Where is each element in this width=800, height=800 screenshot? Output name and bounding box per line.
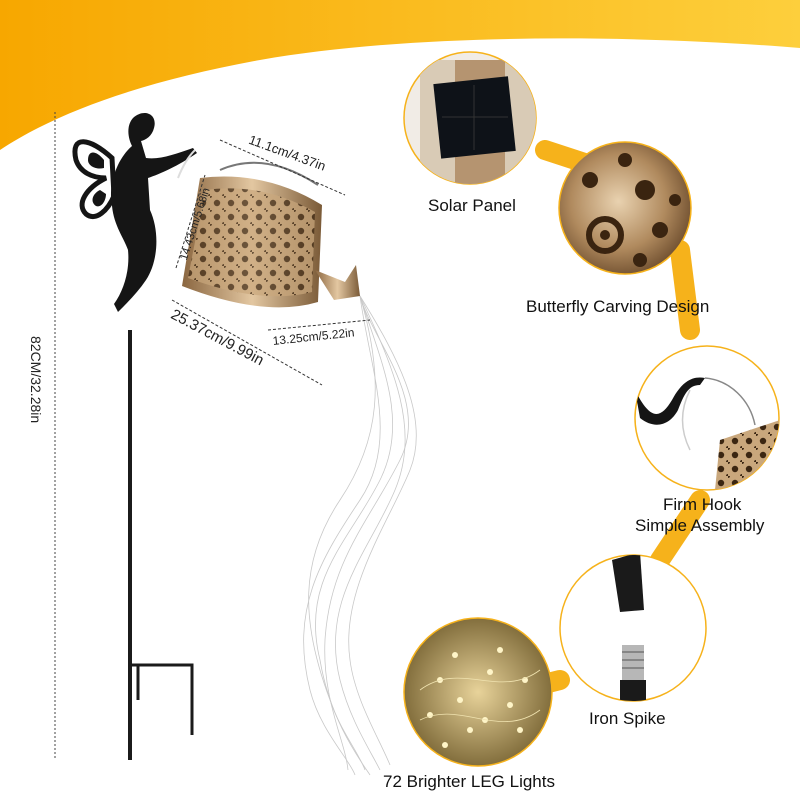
can-dimension-lines <box>171 139 371 386</box>
top-accent-band <box>0 0 800 150</box>
feature-label-carving: Butterfly Carving Design <box>526 297 710 316</box>
solar-panel-circle <box>403 51 537 185</box>
carving-pattern-icon <box>582 153 681 267</box>
stake <box>128 330 194 760</box>
feature-label-iron-spike: Iron Spike <box>589 709 666 728</box>
string-lights-cascade <box>303 295 417 776</box>
lights-circle <box>403 617 553 767</box>
height-dimension-label: 82CM/32.28in <box>28 336 44 424</box>
spike-circle <box>559 554 707 702</box>
string-lights-icon <box>419 647 541 748</box>
feature-label-assembly: Simple Assembly <box>635 516 765 535</box>
feature-connector <box>510 140 710 700</box>
feature-label-solar-panel: Solar Panel <box>428 196 516 215</box>
watering-can <box>177 149 360 308</box>
carving-circle <box>558 141 692 275</box>
spike-icon <box>612 555 646 701</box>
feature-label-lights: 72 Brighter LEG Lights <box>383 772 555 791</box>
feature-label-hook: Firm Hook <box>663 495 742 514</box>
hook-circle <box>634 345 780 491</box>
fairy-silhouette <box>72 113 197 312</box>
